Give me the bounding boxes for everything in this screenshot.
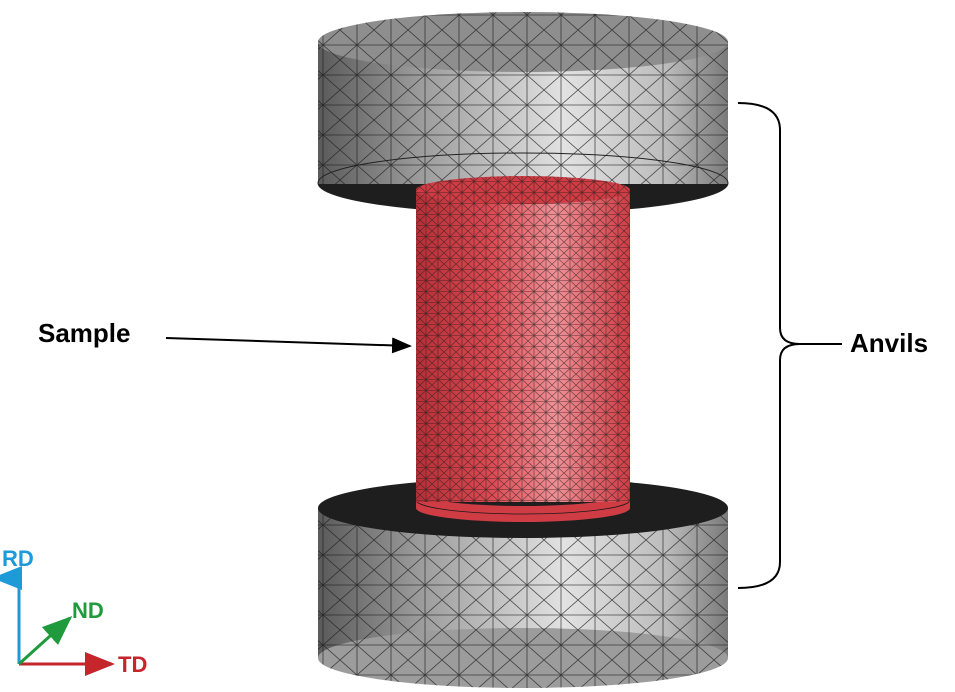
sample-cylinder (415, 176, 631, 517)
bottom-anvil (318, 478, 728, 688)
nd-axis-label: ND (72, 598, 104, 623)
rd-axis-label: RD (2, 546, 34, 571)
sample-arrow (165, 337, 412, 354)
sample-callout: Sample (38, 318, 412, 354)
td-axis-label: TD (118, 652, 147, 677)
anvils-callout: Anvils (737, 102, 928, 589)
anvils-brace (737, 102, 801, 589)
nd-axis (17, 615, 73, 666)
anvils-label: Anvils (850, 328, 928, 358)
coordinate-axes: RD ND TD (0, 546, 147, 677)
sample-label: Sample (38, 318, 131, 348)
top-anvil (317, 12, 729, 214)
